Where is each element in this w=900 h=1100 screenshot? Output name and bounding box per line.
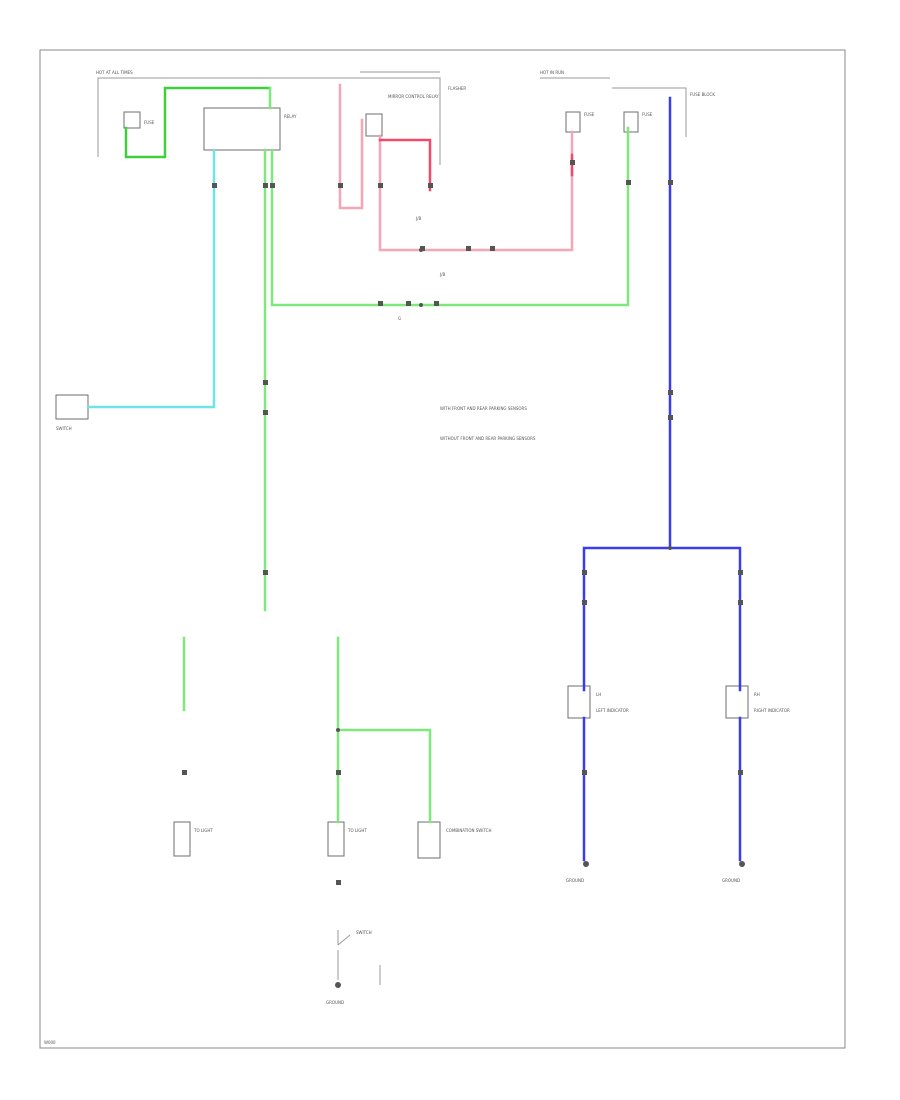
label-hot-at-all-times: HOT AT ALL TIMES bbox=[96, 70, 133, 75]
diagram-frame bbox=[39, 49, 846, 1049]
label-bottom-mid: TO LIGHT bbox=[347, 828, 367, 833]
label-mirror-relay: MIRROR CONTROL RELAY bbox=[388, 94, 439, 99]
label-switch-box: SWITCH bbox=[56, 426, 72, 431]
connector bbox=[263, 410, 268, 415]
splice bbox=[419, 248, 423, 252]
labels: HOT AT ALL TIMES HOT IN RUN FUSE BLOCK R… bbox=[44, 70, 790, 1045]
wire-green-lower-mid bbox=[336, 636, 432, 824]
indicator-right-box bbox=[725, 685, 749, 719]
label-bottom-switch: SWITCH bbox=[356, 930, 372, 935]
ground-symbol bbox=[335, 982, 341, 988]
label-ground-bottom: GROUND bbox=[326, 1000, 344, 1005]
bottom-switch bbox=[337, 930, 381, 985]
wire-dark-green bbox=[124, 86, 272, 159]
splice bbox=[419, 303, 423, 307]
label-fuse-right-b: FUSE bbox=[642, 112, 653, 117]
connector bbox=[738, 770, 743, 775]
connector bbox=[263, 183, 268, 188]
connector bbox=[668, 180, 673, 185]
connectors bbox=[182, 160, 745, 988]
connector bbox=[434, 301, 439, 306]
fuse-left-a bbox=[123, 111, 141, 129]
wire-blue-lower bbox=[582, 716, 742, 862]
connector bbox=[420, 246, 425, 251]
label-corner-tag: W000 bbox=[44, 1040, 56, 1045]
label-ground-c: G bbox=[398, 316, 401, 321]
label-note-2: WITHOUT FRONT AND REAR PARKING SENSORS bbox=[440, 436, 536, 441]
relay-box bbox=[203, 107, 281, 151]
label-fuse-block: FUSE BLOCK bbox=[690, 92, 715, 97]
label-left-module-a: LH bbox=[596, 692, 601, 697]
connector bbox=[582, 770, 587, 775]
components bbox=[55, 107, 749, 859]
wire-green-bus bbox=[270, 126, 630, 307]
connector bbox=[582, 570, 587, 575]
fuse-right-a bbox=[565, 111, 581, 133]
connector bbox=[406, 301, 411, 306]
label-indicator-left: LEFT INDICATOR bbox=[596, 708, 629, 713]
splice bbox=[668, 546, 672, 550]
bottom-right-box bbox=[417, 821, 441, 859]
connector bbox=[212, 183, 217, 188]
connector bbox=[336, 880, 341, 885]
ground-symbol bbox=[739, 861, 745, 867]
label-hot-in-run: HOT IN RUN bbox=[540, 70, 564, 75]
label-fuse-left-a: FUSE bbox=[144, 120, 155, 125]
wire-cyan bbox=[86, 148, 216, 409]
bottom-left-box bbox=[173, 821, 191, 857]
wire-red bbox=[378, 138, 432, 192]
connector bbox=[626, 180, 631, 185]
connector bbox=[490, 246, 495, 251]
label-junction-a: J/B bbox=[415, 216, 422, 221]
fuse-right-b bbox=[623, 111, 639, 133]
connector bbox=[378, 301, 383, 306]
connector bbox=[378, 183, 383, 188]
header-lines bbox=[97, 71, 687, 165]
connector bbox=[570, 160, 575, 165]
connector bbox=[582, 600, 587, 605]
wires bbox=[86, 83, 742, 862]
label-bottom-right-box: COMBINATION SWITCH bbox=[446, 828, 491, 833]
bottom-mid-box bbox=[327, 821, 345, 857]
label-relay: RELAY bbox=[284, 114, 297, 119]
mirror-relay-box bbox=[365, 113, 383, 137]
indicator-left-box bbox=[567, 685, 591, 719]
label-ground-right: GROUND bbox=[722, 878, 740, 883]
label-left-module-b: RH bbox=[754, 692, 760, 697]
wire-blue bbox=[582, 96, 742, 692]
connector bbox=[338, 183, 343, 188]
ground-symbol bbox=[583, 861, 589, 867]
label-flasher: FLASHER bbox=[448, 86, 466, 91]
connector bbox=[738, 600, 743, 605]
connector bbox=[668, 390, 673, 395]
label-ground-left: GROUND bbox=[566, 878, 584, 883]
wire-green-main bbox=[263, 86, 272, 612]
connector bbox=[428, 183, 433, 188]
label-bottom-left: TO LIGHT bbox=[193, 828, 213, 833]
label-junction-b: J/B bbox=[439, 272, 446, 277]
connector bbox=[263, 380, 268, 385]
connector bbox=[336, 770, 341, 775]
wire-pink-lower bbox=[378, 130, 574, 252]
connector bbox=[263, 570, 268, 575]
connector bbox=[466, 246, 471, 251]
label-fuse-right-a: FUSE bbox=[584, 112, 595, 117]
connector bbox=[182, 770, 187, 775]
label-indicator-right: RIGHT INDICATOR bbox=[754, 708, 790, 713]
connector bbox=[738, 570, 743, 575]
connector bbox=[668, 415, 673, 420]
splice bbox=[336, 728, 340, 732]
label-note-1: WITH FRONT AND REAR PARKING SENSORS bbox=[440, 406, 527, 411]
wire-pink-top bbox=[338, 83, 364, 210]
switch-box bbox=[55, 394, 89, 420]
connector bbox=[270, 183, 275, 188]
